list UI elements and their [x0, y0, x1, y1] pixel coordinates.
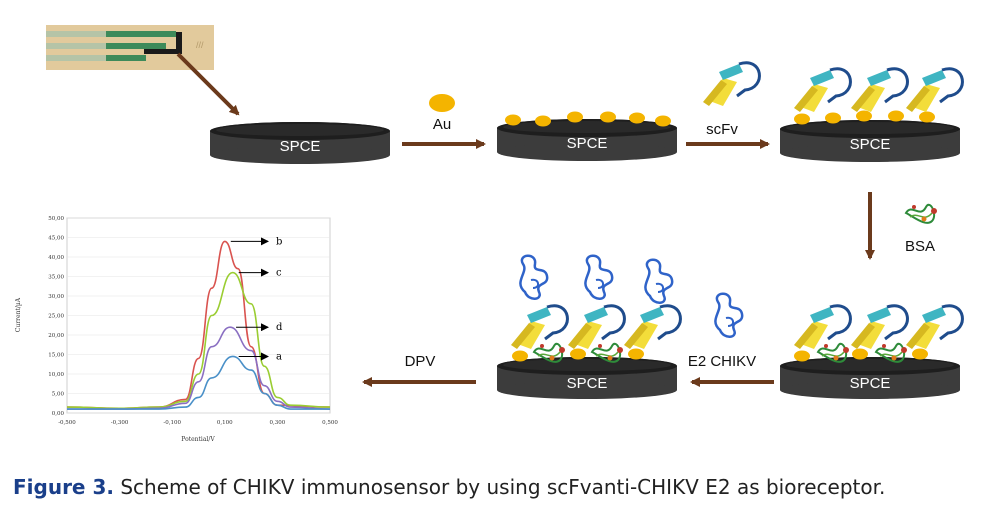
spce-label-2: SPCE [567, 135, 608, 152]
spce-label-1: SPCE [280, 138, 321, 155]
spce-disk-2: SPCE [497, 111, 677, 161]
spce-label-3: SPCE [850, 136, 891, 153]
plot-x-tick-label: -0,300 [111, 420, 129, 426]
spce-label-5: SPCE [567, 375, 608, 392]
step-dpv-label: DPV [405, 353, 436, 370]
spce-disk-5: SPCE [497, 254, 682, 399]
spce-disk-3: SPCE [780, 67, 964, 162]
dpv-curve-label: b [276, 236, 282, 247]
plot-y-tick-label: 35,00 [48, 275, 64, 281]
dpv-curve-c [66, 271, 331, 410]
plot-y-tick-label: 5,00 [52, 392, 65, 398]
spce-label-4: SPCE [850, 375, 891, 392]
step-bsa-label: BSA [905, 238, 935, 255]
scfv-antibody-icon [701, 61, 761, 108]
dpv-curve-label: a [276, 351, 282, 362]
dpv-curve-label: c [276, 268, 282, 279]
plot-y-tick-label: 30,00 [48, 294, 64, 300]
caption-text: Scheme of CHIKV immunosensor by using sc… [113, 475, 886, 499]
plot-x-tick-label: -0,100 [163, 420, 181, 426]
plot-y-tick-label: 20,00 [48, 333, 64, 339]
figure-caption: Figure 3. Scheme of CHIKV immunosensor b… [13, 475, 885, 499]
electrode-strip-image: /// [46, 25, 214, 70]
dpv-plot: 0,00 5,00 10,00 15,00 20,00 25,00 30,00 35,00 40… [15, 216, 338, 443]
plot-x-label: Potential/V [181, 436, 215, 443]
dpv-curve-a [66, 355, 330, 410]
plot-y-tick-label: 40,00 [48, 255, 64, 261]
plot-y-tick-label: 10,00 [48, 372, 64, 378]
plot-y-tick-label: 45,00 [48, 236, 64, 242]
arrow-strip-to-disk [176, 52, 240, 116]
plot-y-tick-label: 25,00 [48, 314, 64, 320]
e2-chikv-antigen-icon [714, 292, 744, 339]
dpv-curve-label: d [276, 322, 283, 333]
plot-y-label: Current/µA [15, 297, 22, 332]
caption-figure-number: Figure 3. [13, 475, 114, 499]
step-e2-chikv-label: E2 CHIKV [688, 353, 756, 370]
svg-text:///: /// [196, 40, 204, 50]
step-au-label: Au [433, 116, 451, 133]
plot-x-tick-label: 0,300 [270, 420, 286, 426]
spce-disk-4: SPCE [780, 304, 964, 399]
plot-y-tick-label: 15,00 [48, 353, 64, 359]
plot-x-tick-label: 0,500 [322, 420, 338, 426]
spce-disk-1: SPCE [210, 122, 390, 164]
step-scfv-label: scFv [706, 121, 738, 138]
plot-y-tick-label: 50,00 [48, 216, 64, 222]
plot-y-tick-label: 0,00 [52, 411, 65, 417]
plot-x-tick-label: -0,500 [58, 420, 76, 426]
bsa-protein-icon [905, 203, 938, 224]
gold-nanoparticle-icon [429, 94, 455, 112]
plot-x-tick-label: 0,100 [217, 420, 233, 426]
scheme-diagram: /// SPCE Au SPCE scFv SPCE BSA [15, 25, 964, 443]
